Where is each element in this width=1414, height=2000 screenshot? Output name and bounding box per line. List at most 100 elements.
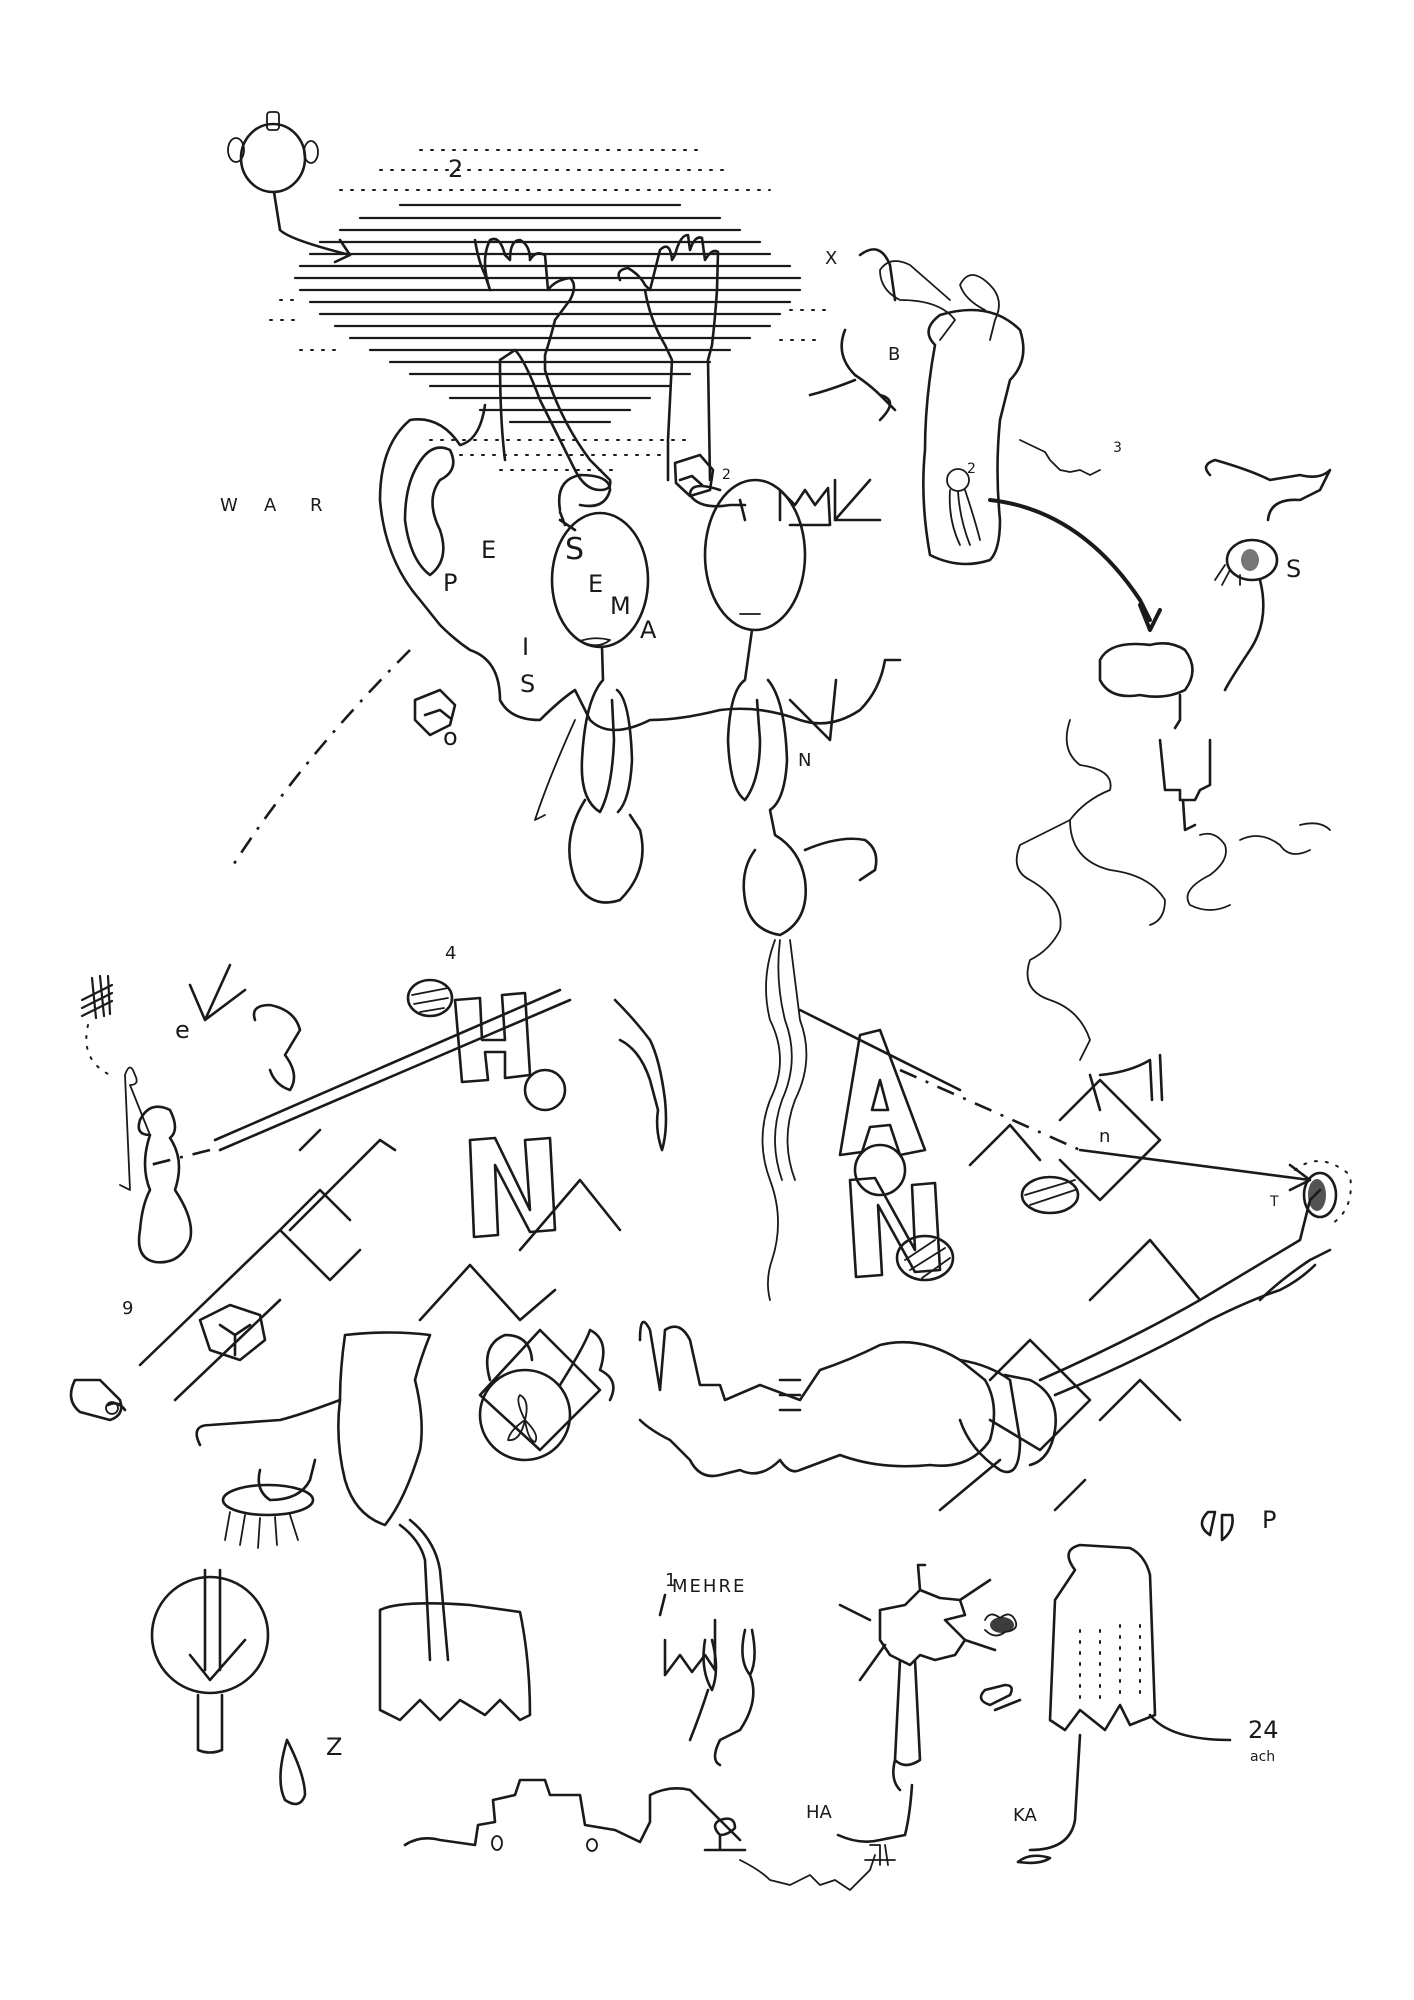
ka-lens: [1016, 1854, 1052, 1865]
pill-p: [1200, 1510, 1234, 1542]
shield-arrow: [188, 1568, 247, 1754]
block-with-zigzag: [378, 1602, 532, 1722]
x-curl: [858, 248, 897, 302]
block-letter-a: [838, 1028, 927, 1157]
big-ear-head-outline: [378, 403, 902, 732]
diamond-lattice-left: [138, 1128, 622, 1452]
propeller-mark: [507, 1394, 538, 1443]
inner-ear: [403, 446, 455, 577]
block-letter-h: [453, 991, 532, 1084]
horn-shape: [958, 1358, 1057, 1474]
creature-x-label: X: [825, 248, 838, 269]
antenna-creature: [879, 260, 1162, 632]
mehre-label: MEHRE: [672, 1576, 747, 1597]
number-z-label: Z: [326, 1733, 343, 1761]
gourd-figure: [137, 1105, 193, 1264]
skirt-dotted-lines: [1079, 1624, 1141, 1706]
letter-o-label: o: [443, 723, 458, 751]
seed-pod-legs: [1214, 564, 1241, 586]
arm-finger-top: [1258, 1248, 1332, 1302]
cloud-number-label: 2: [448, 155, 464, 183]
wavy-hair-strands: [761, 939, 808, 1301]
spiky-seed-core: [1308, 1179, 1326, 1211]
skirt-to-ka-line: [1028, 1733, 1082, 1852]
hanging-line: [1223, 578, 1265, 692]
word-semas-s: S: [565, 532, 585, 567]
right-hand: [617, 233, 720, 482]
hatched-cloud: [293, 203, 802, 424]
war-figure: [227, 111, 352, 264]
hash-mark: [80, 974, 114, 1020]
word-semas-a: A: [640, 616, 657, 644]
striped-ball-top: [406, 978, 454, 1018]
hexagon-superscript: 2: [722, 467, 731, 483]
mehre-crown: [663, 1618, 717, 1677]
word-pesis-p: P: [443, 569, 458, 597]
war-r-label: R: [310, 495, 323, 516]
tree-mark: [703, 1817, 747, 1852]
number-4-label: 4: [445, 943, 457, 964]
skyline-o-2: [586, 1838, 598, 1852]
seed-pod: [1225, 538, 1279, 582]
ball-under-a: [853, 1143, 907, 1197]
ladder-rungs: [778, 1378, 802, 1412]
long-body-creature: [638, 1320, 996, 1478]
hexagon-lower-left: [198, 1303, 267, 1362]
hexagon-left: [413, 688, 457, 737]
cloud-speckle-dots: [269, 149, 831, 471]
skyline-o-1: [491, 1835, 503, 1851]
striped-ball-right: [895, 1234, 955, 1282]
creature-b-label: B: [888, 344, 901, 365]
ka-label: KA: [1013, 1805, 1037, 1826]
shield-circle: [150, 1575, 270, 1695]
wavy-dots-line: [739, 1844, 896, 1891]
mask-stick: [1173, 693, 1182, 730]
diamond-lattice-right: [938, 1078, 1202, 1512]
star-rays: [838, 1563, 997, 1652]
arrow-corner-top: [833, 478, 882, 522]
bean-mask: [1098, 642, 1194, 698]
word-semas-e: E: [588, 570, 604, 598]
crown-top: [778, 486, 832, 527]
gourd-string: [119, 1066, 151, 1191]
bottom-skyline: [403, 1778, 742, 1847]
smoke-curls: [1015, 719, 1331, 1061]
long-diagonal-stick: [213, 988, 572, 1152]
word-pesis-i: I: [522, 633, 530, 661]
word-pesis-e: E: [481, 536, 497, 564]
ha-line: [836, 1783, 914, 1843]
letter-n-small-label: N: [798, 750, 812, 771]
ball-under-h: [523, 1068, 567, 1112]
ha-label: HA: [806, 1802, 832, 1823]
round-head: [478, 1368, 572, 1462]
sprout-right: [713, 1628, 756, 1767]
skirt-to-24-line: [1148, 1713, 1232, 1742]
line-to-seed: [798, 1008, 1312, 1192]
blot-flower: [990, 1617, 1014, 1633]
vase: [337, 1331, 432, 1527]
hexagon-top: [673, 453, 715, 498]
anklet-fringe: [224, 1511, 299, 1549]
left-head: [534, 473, 650, 904]
pill-mid: [979, 1683, 1022, 1712]
right-hand-wrist: [643, 288, 674, 482]
long-arm-right: [1038, 1188, 1322, 1397]
left-hand: [473, 237, 612, 492]
antler-creature: [1204, 458, 1332, 522]
right-s-label: S: [1286, 555, 1302, 583]
war-w-label: W: [220, 495, 238, 516]
teardrop: [279, 1738, 307, 1806]
sprout-left: [688, 1638, 718, 1742]
mehre-prefix-label: 1: [665, 1570, 677, 1591]
leg-with-anklet: [195, 1398, 342, 1502]
creature-number-2-label: 2: [967, 461, 976, 477]
dash-dot-line-right: [899, 1068, 1081, 1152]
stove-pipe: [1088, 1053, 1164, 1112]
skirt-figure: [1048, 1543, 1157, 1732]
word-pesis-s: S: [520, 670, 536, 698]
war-a-label: A: [264, 495, 277, 516]
dashed-link-to-figure: [149, 1148, 211, 1167]
block-letter-n-left: [468, 1136, 557, 1239]
